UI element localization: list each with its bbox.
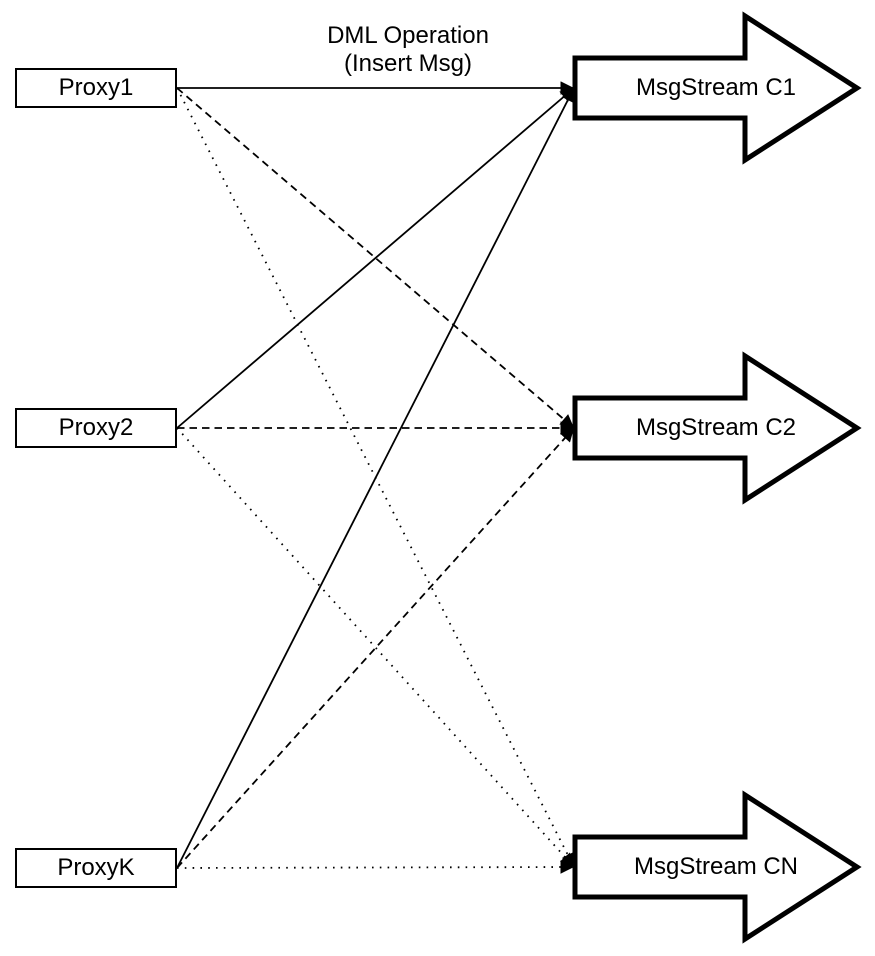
node-proxyk-label: ProxyK [57,854,135,881]
streams-group [572,11,862,944]
node-proxyk: ProxyK [15,848,177,888]
edge-proxy2-to-c1-solid [176,87,575,429]
diagram-title-line1: DML Operation [327,22,489,49]
node-proxy1-label: Proxy1 [58,74,134,101]
msgstream-c2-label: MsgStream C2 [635,414,797,441]
edges-group [176,81,575,874]
diagram-title-line2: (Insert Msg) [343,50,472,77]
edge-proxyk-to-c2-dashed [176,427,575,869]
msgstream-cn-arrow-shape [572,790,862,944]
node-proxy1: Proxy1 [15,68,177,108]
msgstream-c1-arrow-shape [572,11,862,165]
msgstream-c2-arrow-shape [572,351,862,505]
edge-proxy1-to-cn-dotted [176,87,575,868]
edge-proxyk-to-cn-dotted [176,860,575,874]
msgstream-cn-label: MsgStream CN [633,853,799,880]
msgstream-c1-label: MsgStream C1 [635,74,797,101]
diagram-title: DML Operation (Insert Msg) [283,22,533,78]
node-proxy2: Proxy2 [15,408,177,448]
node-proxy2-label: Proxy2 [58,414,134,441]
